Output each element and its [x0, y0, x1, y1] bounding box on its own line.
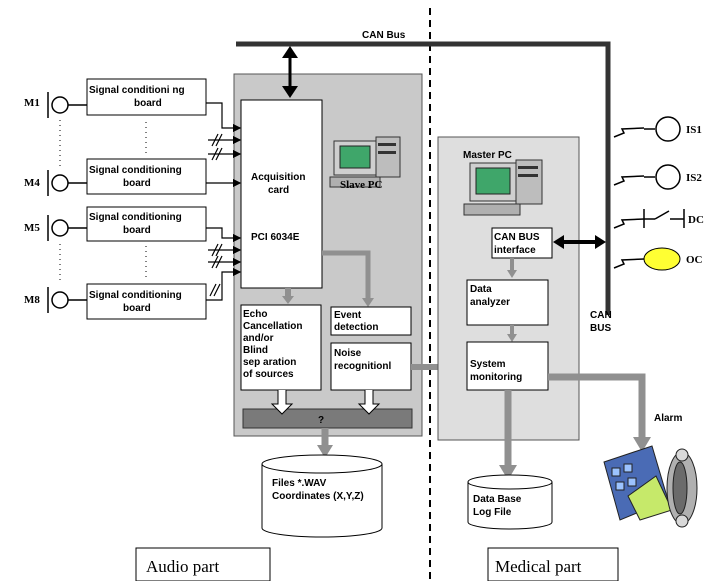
system-to-alarm-head [633, 437, 651, 452]
sensor-is1-label: IS1 [686, 124, 702, 136]
acquisition-label-3: PCI 6034E [251, 232, 300, 243]
files-label-2: Coordinates (X,Y,Z) [272, 491, 364, 502]
event-label-1: Event [334, 310, 362, 321]
slave-pc-computer-icon [329, 136, 401, 188]
event-detection-box: Event detection [330, 306, 412, 336]
alarm-label: Alarm [654, 413, 682, 424]
echo-label-5: sep aration [243, 357, 296, 368]
mic-m5-label: M5 [24, 222, 40, 234]
bus-slave-arrow-down [282, 86, 298, 98]
can-interface-label-2: interface [494, 245, 536, 256]
board2-label-2: board [123, 178, 151, 189]
can-bus-interface-box: CAN BUS interface [491, 227, 553, 259]
interface-bus-arrow-right [595, 235, 606, 249]
analyzer-to-system-head [507, 334, 517, 342]
acquisition-label-1: Acquisition [251, 172, 305, 183]
sensor-dc: DC [613, 209, 704, 229]
microphone-m4: M4 [24, 170, 87, 196]
echo-label-1: Echo [243, 309, 267, 320]
interface-to-analyzer-head [507, 270, 517, 278]
sensor-oc-label: OC [686, 254, 703, 266]
system-to-alarm-arrow [548, 373, 646, 440]
mic-m4-label: M4 [24, 177, 40, 189]
conditioning-board-4: Signal conditioning board [86, 283, 207, 320]
board4-label-1: Signal conditioning [89, 290, 182, 301]
noise-label-2: recognitionl [334, 361, 391, 372]
database-label-1: Data Base [473, 494, 522, 505]
aggregation-bar [242, 408, 413, 429]
can-bus-side-label-2: BUS [590, 323, 611, 334]
interface-bus-arrow-left [553, 235, 564, 249]
conditioning-board-3: Signal conditioning board [86, 206, 207, 242]
noise-label-1: Noise [334, 348, 362, 359]
can-bus-label: CAN Bus [362, 30, 406, 41]
can-interface-label-1: CAN BUS [494, 232, 540, 243]
acquisition-label-2: card [268, 185, 289, 196]
conditioning-board-2: Signal conditioning board [86, 158, 207, 195]
system-to-database-head [499, 465, 517, 480]
audio-caption-box [135, 547, 271, 581]
alarm-phone-icon [603, 445, 698, 528]
bus-slave-arrow-up [282, 46, 298, 58]
bar-to-files-head [317, 445, 333, 458]
database-cylinder: Data Base Log File [467, 474, 553, 530]
system-label-1: System [470, 359, 506, 370]
files-storage-cylinder: Files *.WAV Coordinates (X,Y,Z) [261, 454, 383, 538]
echo-label-3: and/or [243, 333, 274, 344]
mic-m8-label: M8 [24, 294, 40, 306]
master-pc-title: Master PC [463, 150, 512, 161]
board4-label-2: board [123, 303, 151, 314]
noise-to-bar-arrow [357, 390, 381, 415]
can-bus: CAN Bus CAN BUS [236, 30, 612, 334]
sensor-is1: IS1 [613, 116, 702, 142]
acq-to-event-arrow [322, 250, 371, 300]
acquisition-card: Acquisition card PCI 6034E [240, 99, 323, 289]
echo-cancellation-box: Echo Cancellation and/or Blind sep arati… [240, 304, 322, 391]
medical-caption: Medical part [495, 557, 582, 576]
sensor-oc: OC [613, 247, 703, 271]
microphone-m8: M8 [24, 287, 87, 313]
echo-label-2: Cancellation [243, 321, 302, 332]
board3-label-1: Signal conditioning [89, 212, 182, 223]
analyzer-label-2: analyzer [470, 297, 510, 308]
sensor-is2-label: IS2 [686, 172, 702, 184]
sensor-dc-label: DC [688, 214, 704, 226]
slave-pc-title: Slave PC [340, 179, 383, 191]
acq-to-echo-head [282, 296, 294, 304]
analyzer-label-1: Data [470, 284, 492, 295]
system-monitoring-box: System monitoring [466, 341, 549, 391]
master-pc-computer-icon [463, 159, 543, 216]
signal-lines [206, 102, 242, 301]
noise-recognition-box: Noise recognitionl [330, 342, 412, 391]
can-bus-side-label-1: CAN [590, 310, 612, 321]
mic-m1-label: M1 [24, 97, 40, 109]
board1-label-1: Signal conditioni ng [89, 85, 185, 96]
audio-caption: Audio part [146, 557, 219, 576]
board2-label-1: Signal conditioning [89, 165, 182, 176]
echo-to-bar-arrow [270, 390, 294, 415]
database-label-2: Log File [473, 507, 512, 518]
medical-caption-box [487, 547, 619, 581]
aggregation-question: ? [318, 415, 324, 426]
board1-label-2: board [134, 98, 162, 109]
data-analyzer-box: Data analyzer [466, 279, 549, 326]
sensor-is2: IS2 [613, 164, 702, 190]
event-label-2: detection [334, 322, 378, 333]
acq-to-event-head [362, 298, 374, 307]
files-label-1: Files *.WAV [272, 478, 327, 489]
board3-label-2: board [123, 225, 151, 236]
microphone-m5: M5 [24, 215, 87, 241]
microphone-m1: M1 [24, 92, 87, 118]
echo-label-6: of sources [243, 369, 294, 380]
echo-label-4: Blind [243, 345, 268, 356]
system-label-2: monitoring [470, 372, 522, 383]
conditioning-board-1: Signal conditioni ng board [86, 78, 207, 116]
